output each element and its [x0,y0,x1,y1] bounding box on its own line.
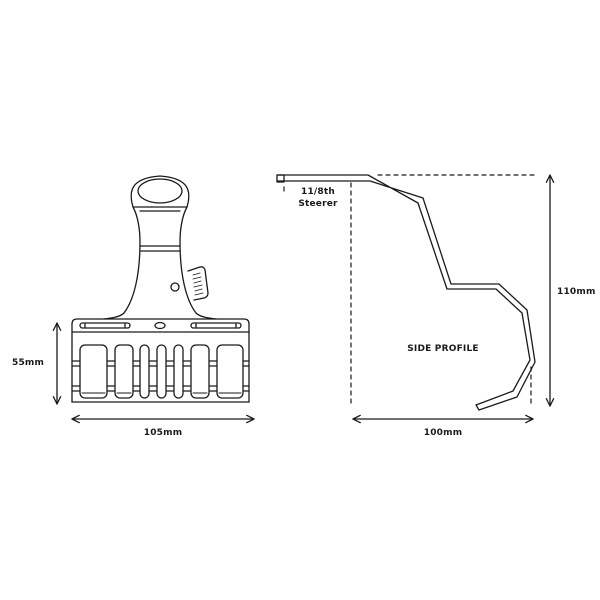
cage-slots [79,344,244,399]
front-height-label: 55mm [12,358,45,368]
slot-left [79,322,131,329]
side-profile-title: SIDE PROFILE [407,344,479,354]
side-width-label: 100mm [423,428,463,438]
adjuster-tab [187,266,209,301]
steerer-collar [130,175,190,212]
front-view-mount [71,175,250,403]
side-height-label: 110mm [557,287,596,297]
steerer-label-line1: 11/8th [301,187,335,197]
guide-lines [283,174,537,407]
bolt-hole-icon [170,282,180,292]
side-profile-arm [276,174,536,411]
front-width-label: 105mm [143,428,183,438]
center-hole [154,321,166,330]
mount-neck [103,206,217,320]
steerer-label-line2: Steerer [298,199,338,209]
slot-right [190,322,242,329]
